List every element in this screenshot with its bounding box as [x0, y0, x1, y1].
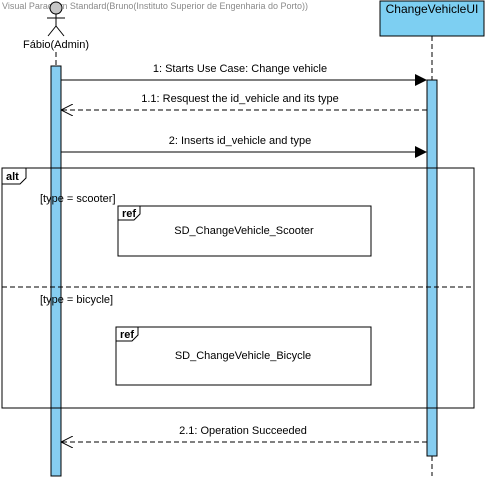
ref-bicycle-operator-box — [115, 326, 139, 342]
alt-fragment — [1, 167, 475, 409]
ui-lifeline-name: ChangeVehicleUI — [386, 2, 479, 16]
ref-scooter-operator-box — [117, 205, 141, 221]
alt-guard-1: [type = scooter] — [40, 193, 116, 205]
alt-guard-2: [type = bicycle] — [40, 294, 113, 306]
ref-bicycle-operator: ref — [120, 329, 134, 341]
ref-bicycle — [115, 326, 372, 386]
ref-bicycle-name: SD_ChangeVehicle_Bicycle — [175, 350, 311, 362]
alt-operator-box — [1, 167, 27, 185]
ref-scooter-operator: ref — [122, 208, 136, 220]
ui-activation-bar — [426, 79, 438, 457]
message-1-1-label: 1.1: Resquest the id_vehicle and its typ… — [141, 93, 339, 105]
alt-operator-label: alt — [6, 171, 19, 183]
ref-scooter — [117, 205, 372, 257]
ui-lifeline-header — [379, 0, 485, 37]
actor-icon — [47, 1, 65, 37]
message-1-label: 1: Starts Use Case: Change vehicle — [153, 63, 327, 75]
message-2-label: 2: Inserts id_vehicle and type — [169, 135, 311, 147]
actor-name: Fábio(Admin) — [23, 39, 89, 51]
actor-activation-bar — [50, 65, 62, 477]
message-2-1-label: 2.1: Operation Succeeded — [179, 425, 307, 437]
ref-scooter-name: SD_ChangeVehicle_Scooter — [174, 225, 314, 237]
watermark: Visual Paradigm Standard(Bruno(Instituto… — [2, 1, 308, 11]
